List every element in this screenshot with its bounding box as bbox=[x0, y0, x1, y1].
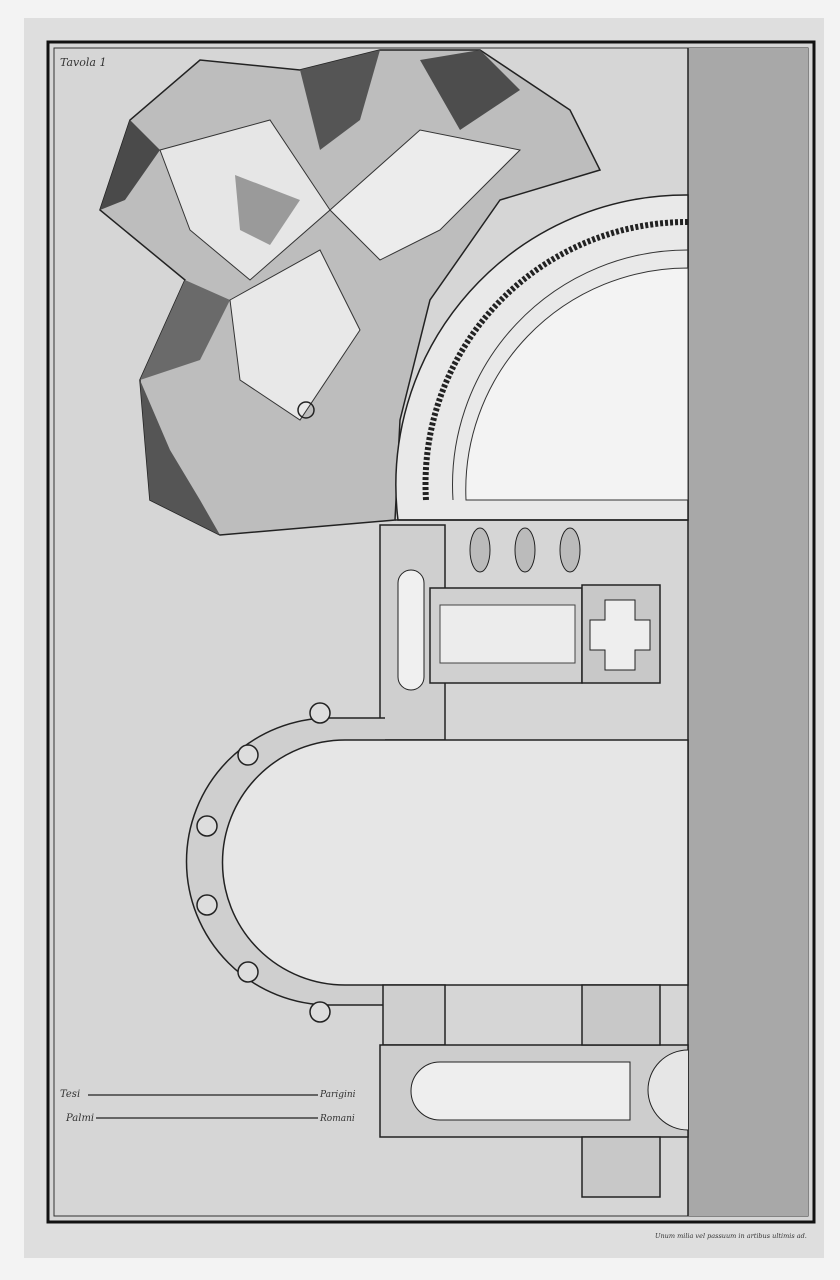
gray-margin-strip bbox=[688, 48, 808, 1216]
lower-building bbox=[379, 984, 689, 1198]
fortification-bastions bbox=[99, 49, 602, 536]
scale-left-label: Palmi bbox=[65, 1113, 94, 1124]
scale-bar-1: Tesi Parigini bbox=[60, 1089, 356, 1100]
scale-bar-2: Palmi Romani bbox=[65, 1113, 355, 1124]
scale-right-label: Romani bbox=[319, 1114, 355, 1124]
semicircular-arena bbox=[185, 702, 689, 1023]
plate-title: Tavola 1 bbox=[60, 56, 106, 69]
upper-building bbox=[379, 524, 661, 741]
scale-right-label: Parigini bbox=[319, 1090, 356, 1100]
scale-left-label: Tesi bbox=[60, 1089, 80, 1100]
circular-court bbox=[395, 194, 689, 521]
plate-caption: Unum milia vel passuum in artibus ultimi… bbox=[655, 1232, 807, 1240]
